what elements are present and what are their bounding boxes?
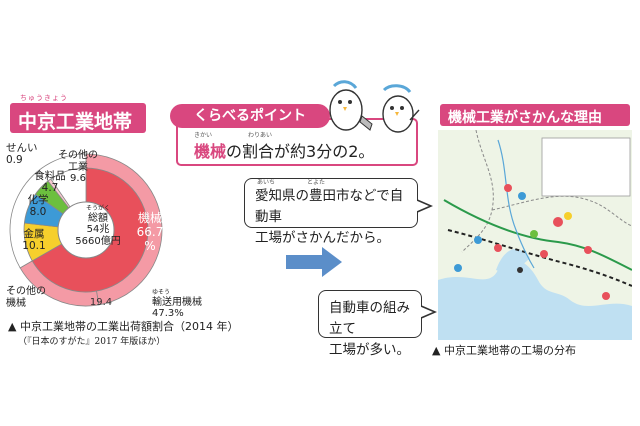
label-kikai-value: 66.7: [136, 224, 164, 239]
speech2-line2: 工場が多い。: [329, 341, 410, 358]
center-ruby: そうがく: [85, 205, 110, 212]
label-yuso-text: 輸送用機械: [152, 296, 202, 308]
factory-markers: [454, 184, 610, 300]
speech1-tail: [417, 199, 433, 213]
compare-ruby-wariai: わりあい: [248, 132, 273, 139]
speech2-tail: [421, 305, 437, 319]
speech2-line1: 自動車の組み立て: [329, 300, 410, 337]
label-shokuryo-text: 食料品: [34, 170, 66, 182]
label-kikai-unit: %: [144, 238, 156, 253]
penguin-right-icon: [382, 84, 420, 133]
center-line2: 54兆: [86, 224, 110, 236]
label-kinzoku: 金属 10.1: [14, 228, 54, 252]
left-title: ちゅうきょう 中京工業地帯: [10, 94, 146, 133]
label-yuso-value: 47.3%: [152, 308, 184, 320]
left-title-text: 中京工業地帯: [18, 111, 133, 133]
label-sonota-kikai-num: 19.4: [89, 297, 113, 308]
label-kinzoku-text: 金属: [23, 228, 45, 240]
label-sonota-kikai-value: 19.4: [86, 297, 116, 309]
label-shokuryo: 食料品 4.7: [30, 170, 70, 194]
left-caption: ▲ 中京工業地帯の工業出荷額割合（2014 年）: [8, 320, 239, 333]
label-kagaku-value: 8.0: [29, 206, 47, 219]
speech-bubble-factories: 自動車の組み立て 工場が多い。: [318, 290, 422, 358]
arrow-right-icon: [286, 247, 342, 277]
label-yuso: ゆそう 輸送用機械 47.3%: [152, 289, 212, 320]
center-line1: 総額: [88, 212, 108, 224]
label-sonota-value: 9.6: [70, 173, 86, 184]
speech1-line2: 工場がさかんだから。: [255, 229, 390, 246]
right-title: 機械工業がさかんな理由: [440, 104, 630, 126]
ruby-aichi: あいち: [257, 179, 276, 186]
donut-center: [57, 201, 115, 259]
penguin-characters: [329, 80, 420, 133]
pie-chart: [9, 153, 163, 307]
compare-text-rest: の割合が約3分の2。: [226, 142, 375, 161]
factory-map: [438, 130, 632, 340]
label-kikai-text: 機械: [137, 211, 162, 225]
label-senni-text: せんい: [6, 142, 38, 154]
label-sonota-kikai: その他の機械: [6, 286, 50, 309]
right-title-text: 機械工業がさかんな理由: [448, 110, 602, 126]
label-yuso-ruby: ゆそう: [152, 289, 171, 296]
label-senni-value: 0.9: [6, 154, 23, 167]
sea: [438, 259, 632, 340]
label-sonota-text: その他の工業: [58, 150, 98, 173]
label-kagaku: 化学 8.0: [18, 194, 58, 218]
label-kagaku-text: 化学: [27, 194, 49, 206]
compare-label: くらべるポイント: [170, 104, 330, 128]
penguin-left-icon: [329, 80, 373, 131]
compare-text-highlight: 機械: [194, 142, 227, 161]
ruby-toyota: とよた: [307, 179, 326, 186]
compare-text: 機械の割合が約3分の2。: [194, 138, 374, 162]
speech1-line1: 愛知県の豊田市などで自動車: [255, 188, 404, 225]
center-line3: 5660億円: [75, 235, 121, 247]
label-kikai: 機械 66.7 %: [134, 211, 166, 253]
label-sonota: その他の工業 9.6: [58, 150, 98, 185]
right-caption: ▲ 中京工業地帯の工場の分布: [432, 344, 576, 357]
speech-bubble-reason: あいち とよた 愛知県の豊田市などで自動車 工場がさかんだから。: [244, 178, 418, 246]
left-source: （『日本のすがた』2017 年版ほか）: [18, 337, 166, 347]
label-senni: せんい 0.9: [6, 142, 50, 166]
left-title-ruby: ちゅうきょう: [20, 94, 68, 102]
label-kinzoku-value: 10.1: [22, 240, 46, 253]
chart-center: そうがく 総額 54兆 5660億円: [68, 205, 128, 247]
outer-ring-rest: [9, 153, 87, 269]
label-sonota-kikai-text: その他の機械: [6, 286, 46, 309]
label-shokuryo-value: 4.7: [41, 182, 59, 195]
compare-ruby-kikai: きかい: [194, 132, 213, 139]
